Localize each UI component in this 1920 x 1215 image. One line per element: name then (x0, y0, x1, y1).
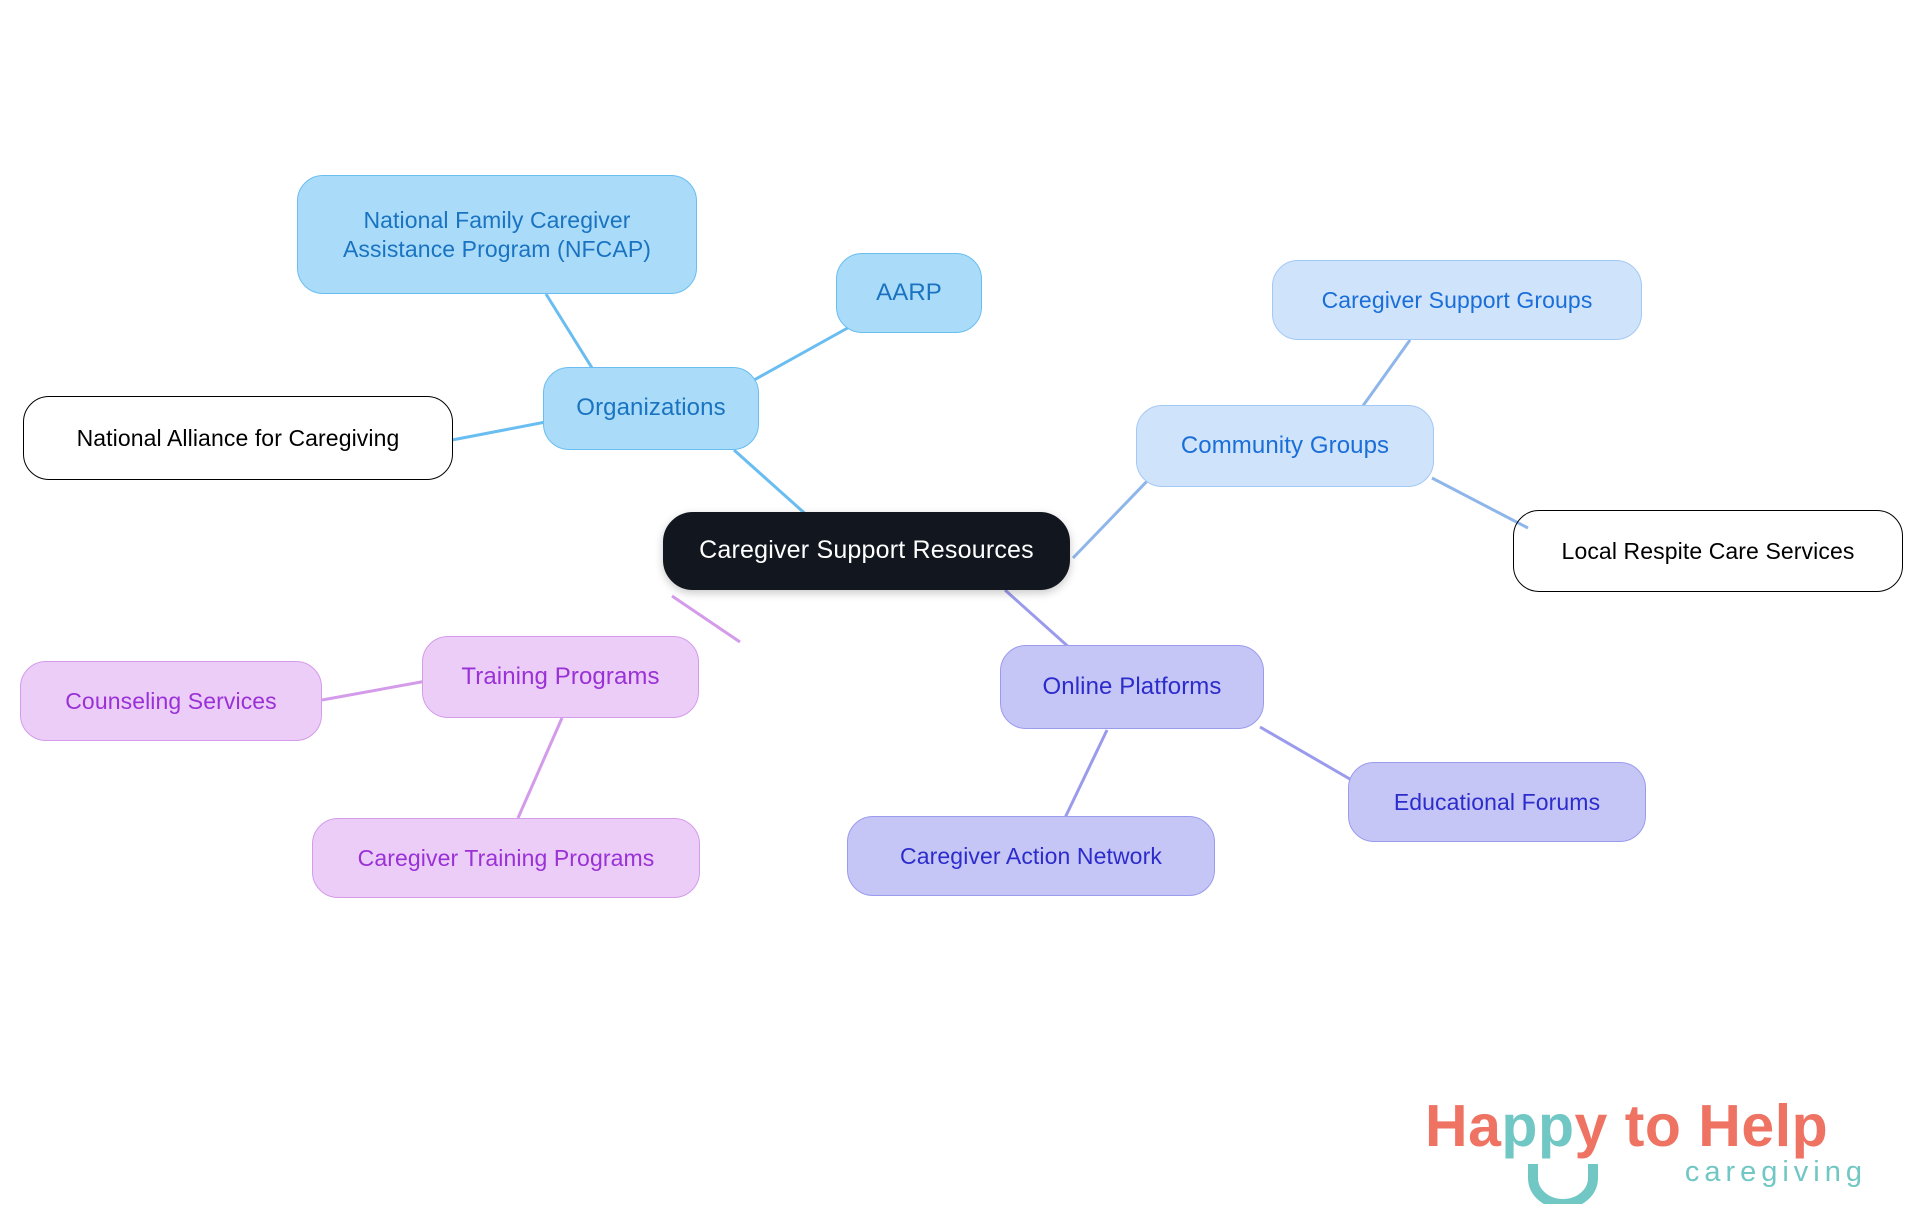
child-node-aarp-label: AARP (876, 278, 942, 306)
branch-node-community-groups-label: Community Groups (1180, 431, 1390, 459)
edge-root-organizations (732, 448, 812, 520)
edge-root-training-programs (671, 594, 741, 644)
child-node-caregiver-action-network-label: Caregiver Action Network (900, 842, 1162, 869)
branch-node-online-platforms[interactable]: Online Platforms (1000, 645, 1264, 729)
edge-community-local-respite (1431, 476, 1529, 530)
child-node-caregiver-training-programs-label: Caregiver Training Programs (357, 844, 655, 871)
edge-training-counseling-services (321, 678, 433, 702)
child-node-local-respite-care-services-label: Local Respite Care Services (1561, 537, 1855, 564)
child-node-educational-forums-label: Educational Forums (1393, 788, 1601, 815)
root-node-label: Caregiver Support Resources (699, 536, 1034, 565)
root-node-caregiver-support-resources[interactable]: Caregiver Support Resources (663, 512, 1070, 590)
brand-logo-pp: pp (1501, 1093, 1575, 1159)
child-node-counseling-services-label: Counseling Services (65, 687, 277, 714)
edge-online-caregiver-action-network (1061, 729, 1109, 823)
child-node-nfcap-label: National Family Caregiver Assistance Pro… (342, 206, 652, 262)
child-node-national-alliance-for-caregiving[interactable]: National Alliance for Caregiving (23, 396, 453, 480)
brand-logo-h-a: Ha (1425, 1093, 1502, 1159)
brand-logo-wordmark: Happy to Help (1425, 1092, 1828, 1160)
brand-logo-rest: y to Help (1574, 1093, 1829, 1159)
branch-node-organizations-label: Organizations (576, 394, 726, 422)
edge-online-educational-forums (1259, 725, 1356, 784)
edge-organizations-national-alliance (451, 418, 557, 442)
child-node-nfcap[interactable]: National Family Caregiver Assistance Pro… (297, 175, 697, 294)
child-node-local-respite-care-services[interactable]: Local Respite Care Services (1513, 510, 1903, 592)
edge-organizations-aarp (753, 318, 863, 382)
edge-training-caregiver-training-programs (516, 717, 564, 819)
edge-root-online-platforms (1003, 588, 1074, 652)
child-node-national-alliance-for-caregiving-label: National Alliance for Caregiving (76, 424, 400, 451)
brand-logo-smile-arc (1528, 1164, 1598, 1204)
branch-node-online-platforms-label: Online Platforms (1042, 672, 1222, 700)
child-node-aarp[interactable]: AARP (836, 253, 982, 333)
brand-logo-tagline: caregiving (1684, 1156, 1867, 1188)
branch-node-organizations[interactable]: Organizations (543, 367, 759, 450)
branch-node-community-groups[interactable]: Community Groups (1136, 405, 1434, 487)
child-node-caregiver-support-groups[interactable]: Caregiver Support Groups (1272, 260, 1642, 340)
child-node-educational-forums[interactable]: Educational Forums (1348, 762, 1646, 842)
brand-logo: Happy to Help caregiving (1425, 1092, 1875, 1207)
child-node-counseling-services[interactable]: Counseling Services (20, 661, 322, 741)
child-node-caregiver-training-programs[interactable]: Caregiver Training Programs (312, 818, 700, 898)
branch-node-training-programs-label: Training Programs (461, 662, 660, 690)
edge-root-community-groups (1071, 474, 1154, 560)
child-node-caregiver-support-groups-label: Caregiver Support Groups (1321, 286, 1593, 313)
branch-node-training-programs[interactable]: Training Programs (422, 636, 699, 718)
child-node-caregiver-action-network[interactable]: Caregiver Action Network (847, 816, 1215, 896)
